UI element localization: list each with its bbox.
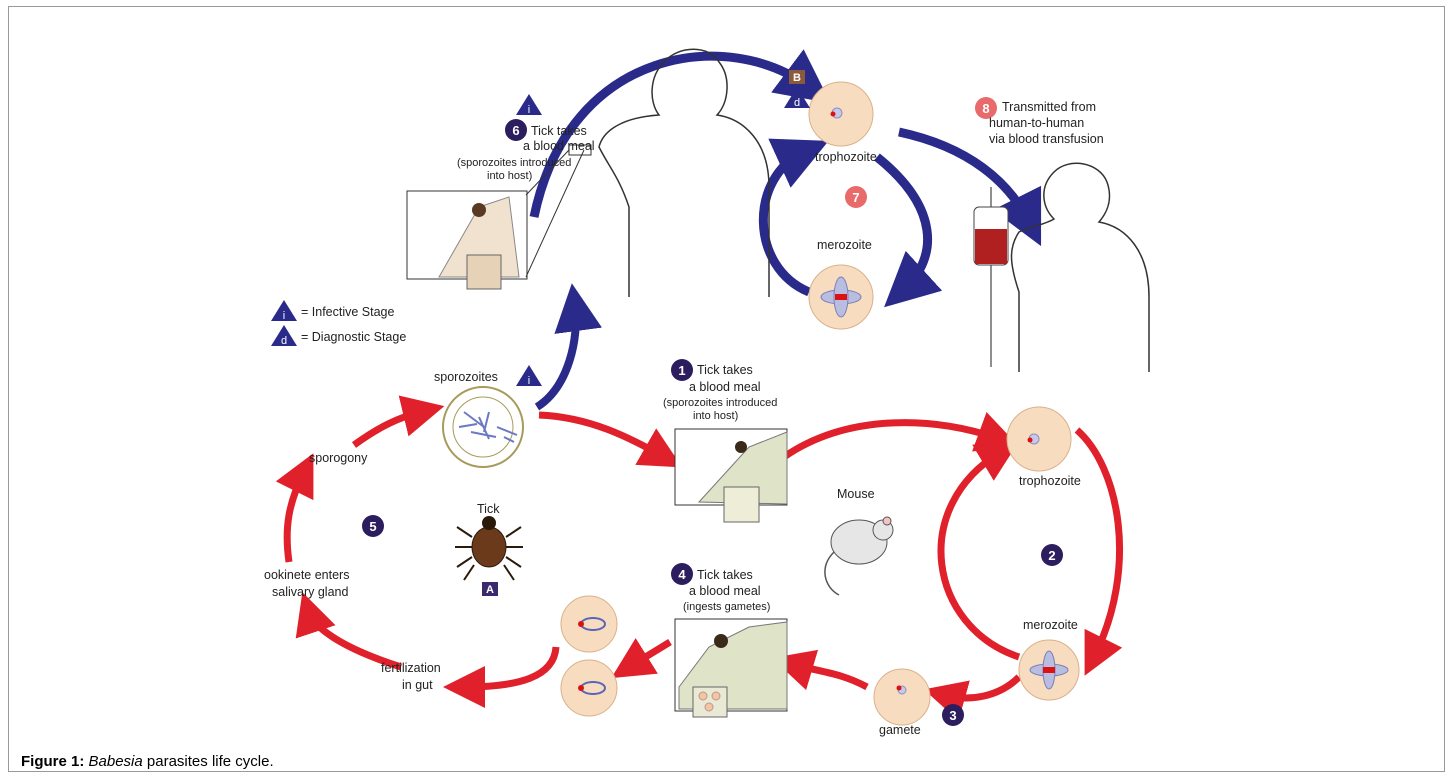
arrow-merozoite-to-gamete	[923, 674, 1022, 721]
label-trophozoite-mouse: trophozoite	[1019, 474, 1081, 488]
babesia-life-cycle-diagram: 6 7 8 1 2 3 4 5 i B d i	[264, 48, 1150, 737]
step-badge-7: 7	[845, 186, 867, 208]
step-badge-4: 4	[671, 563, 693, 585]
svg-text:5: 5	[369, 519, 376, 534]
label-step1-sub-2: into host)	[693, 410, 738, 422]
label-step8-line2: human-to-human	[989, 116, 1084, 130]
label-sporozoites: sporozoites	[434, 370, 498, 384]
legend-diagnostic-label: = Diagnostic Stage	[301, 330, 406, 344]
label-step6-title-2: a blood meal	[523, 139, 595, 153]
tick-feeding-inset-1	[674, 428, 788, 523]
human-figure-top	[598, 48, 770, 297]
svg-text:d: d	[794, 97, 800, 109]
svg-text:7: 7	[852, 190, 859, 205]
svg-text:2: 2	[1048, 548, 1055, 563]
host-box-A: A	[482, 582, 498, 596]
svg-text:6: 6	[512, 123, 519, 138]
label-ookinete-1: ookinete enters	[264, 568, 349, 582]
svg-text:i: i	[283, 310, 285, 322]
svg-text:1: 1	[678, 363, 685, 378]
host-box-B: B	[789, 70, 805, 84]
legend-diagnostic-triangle: d	[271, 325, 297, 347]
label-mouse: Mouse	[837, 487, 875, 501]
diagnostic-stage-triangle-human: d	[784, 87, 810, 109]
merozoite-cell-human	[808, 264, 874, 330]
arrow-fertilization	[443, 646, 560, 708]
arrow-sporogony-to-sporozoites	[351, 395, 445, 448]
blood-transfusion-bag-icon	[973, 187, 1009, 367]
label-fertilization-2: in gut	[402, 678, 433, 692]
arrow-trophozoite-to-merozoite	[874, 153, 943, 308]
mouse-icon	[824, 516, 894, 596]
caption-label: Figure 1:	[21, 753, 85, 770]
label-step6-sub-2: into host)	[487, 170, 532, 182]
trophozoite-cell-mouse	[1006, 406, 1072, 472]
arrow-transfusion	[898, 127, 1042, 247]
arrow-ookinete-up	[275, 453, 314, 563]
label-tick: Tick	[477, 502, 500, 516]
figure-frame: 6 7 8 1 2 3 4 5 i B d i	[8, 6, 1445, 772]
svg-text:A: A	[486, 584, 494, 596]
salivary-gland-sporozoites	[442, 386, 524, 468]
arrow-merozoite-to-trophozoite-mouse	[937, 441, 1021, 661]
label-merozoite-human: merozoite	[817, 238, 872, 252]
label-sporogony: sporogony	[309, 451, 368, 465]
label-step8-line1: Transmitted from	[1002, 100, 1096, 114]
step-badge-8: 8	[975, 97, 997, 119]
legend-infective-label: = Infective Stage	[301, 305, 395, 319]
arrow-gut-to-salivary	[295, 592, 403, 671]
arrow-tick-to-human	[529, 49, 831, 218]
merozoite-cell-mouse	[1018, 639, 1080, 701]
label-step6-title-1: Tick takes	[531, 124, 587, 138]
label-step1-title-2: a blood meal	[689, 380, 761, 394]
tick-icon	[455, 516, 523, 581]
label-trophozoite-human: trophozoite	[815, 150, 877, 164]
svg-text:i: i	[528, 375, 530, 387]
svg-text:i: i	[528, 104, 530, 116]
arrow-sporozoites-up	[534, 283, 602, 411]
figure-caption: Figure 1: Babesia parasites life cycle.	[21, 753, 274, 770]
svg-text:4: 4	[678, 567, 686, 582]
step-badge-1: 1	[671, 359, 693, 381]
trophozoite-cell-human	[808, 81, 874, 147]
step-badge-2: 2	[1041, 544, 1063, 566]
label-step6-sub-1: (sporozoites introduced	[457, 157, 571, 169]
arrow-meal-to-trophozoite	[782, 412, 1019, 460]
label-gamete: gamete	[879, 723, 921, 737]
step-badge-3: 3	[942, 704, 964, 726]
arrow-trophozoite-to-merozoite-mouse	[1074, 427, 1124, 676]
label-step1-sub-1: (sporozoites introduced	[663, 397, 777, 409]
label-fertilization-1: fertilization	[381, 661, 441, 675]
label-step1-title-1: Tick takes	[697, 363, 753, 377]
tick-feeding-inset-4	[674, 618, 788, 718]
infective-stage-triangle-sporozoites: i	[516, 365, 542, 387]
step-badge-6: 6	[505, 119, 527, 141]
arrow-sporozoites-to-meal	[538, 411, 683, 468]
human-figure-right	[1010, 162, 1150, 372]
step-badge-5: 5	[362, 515, 384, 537]
label-ookinete-2: salivary gland	[272, 585, 348, 599]
svg-text:B: B	[793, 72, 801, 84]
arrow-gamete-to-tick-meal	[771, 649, 869, 691]
label-step4-sub: (ingests gametes)	[683, 601, 770, 613]
label-merozoite-mouse: merozoite	[1023, 618, 1078, 632]
label-step4-title-2: a blood meal	[689, 584, 761, 598]
svg-text:3: 3	[949, 708, 956, 723]
arrow-merozoite-to-trophozoite	[758, 138, 829, 297]
label-step8-line3: via blood transfusion	[989, 132, 1104, 146]
gut-cell-upper	[560, 595, 618, 653]
arrow-tick-meal-to-gut	[611, 638, 672, 679]
tick-feeding-inset-6	[406, 190, 528, 290]
svg-text:8: 8	[982, 101, 989, 116]
caption-text: parasites life cycle.	[146, 753, 274, 770]
svg-text:d: d	[281, 335, 287, 347]
legend-infective-triangle: i	[271, 300, 297, 322]
gut-cell-lower	[560, 659, 618, 717]
caption-genus: Babesia	[88, 753, 143, 770]
label-step4-title-1: Tick takes	[697, 568, 753, 582]
infective-stage-triangle-6: i	[516, 94, 542, 116]
gamete-cell	[873, 668, 931, 726]
